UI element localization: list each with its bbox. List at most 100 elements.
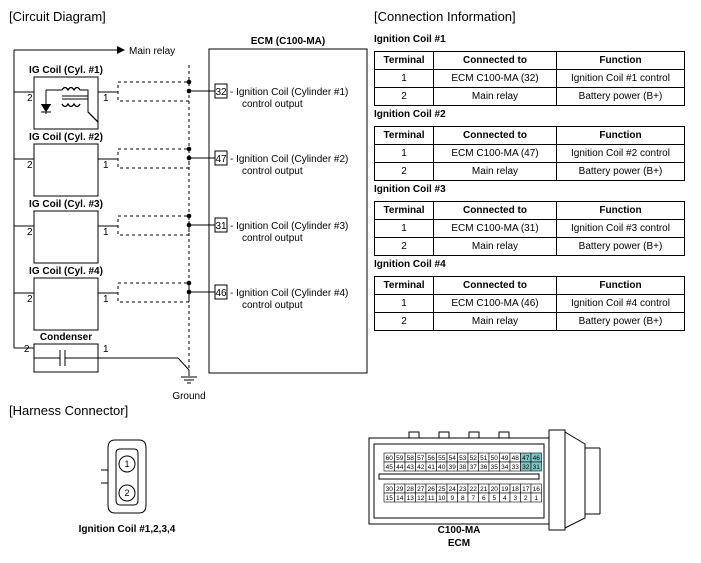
ecm-pin: 57: [415, 452, 427, 463]
svg-text:43: 43: [407, 464, 415, 471]
ecm-pin-number: 32: [215, 87, 227, 98]
table-cell: 2: [374, 162, 434, 181]
table-header: Function: [556, 276, 685, 295]
ecm-pin-number: 46: [215, 288, 227, 299]
ecm-pin: 34: [499, 461, 511, 472]
condenser-label: Condenser: [40, 332, 92, 343]
ecm-pin-description: - Ignition Coil (Cylinder #4): [230, 288, 348, 299]
coil-connector-pin-1: 1: [124, 459, 129, 469]
ecm-pin: 39: [446, 461, 458, 472]
svg-text:20: 20: [491, 486, 499, 493]
ecm-pin: 9: [446, 492, 458, 503]
table-cell: 1: [374, 144, 434, 163]
ecm-pin: 8: [457, 492, 469, 503]
ig-coil-title: IG Coil (Cyl. #3): [29, 199, 103, 210]
ecm-pin: 32: [520, 461, 532, 472]
ecm-pin-description: - Ignition Coil (Cylinder #2): [230, 154, 348, 165]
ground-label: Ground: [172, 391, 205, 402]
svg-text:54: 54: [449, 455, 457, 462]
svg-text:45: 45: [386, 464, 394, 471]
ecm-pin: 51: [478, 452, 490, 463]
ecm-pin-description: - Ignition Coil (Cylinder #3): [230, 221, 348, 232]
ecm-pin: 50: [488, 452, 500, 463]
ecm-pin: 17: [520, 483, 532, 494]
ecm-pin: 48: [509, 452, 521, 463]
svg-text:52: 52: [470, 455, 478, 462]
ecm-pin: 12: [415, 492, 427, 503]
ecm-pin-description-2: control output: [242, 99, 303, 110]
ecm-pin: 19: [499, 483, 511, 494]
connection-info-heading: [Connection Information]: [374, 9, 516, 24]
svg-text:21: 21: [480, 486, 488, 493]
svg-text:22: 22: [470, 486, 478, 493]
svg-text:2: 2: [524, 495, 528, 502]
svg-text:7: 7: [471, 495, 475, 502]
svg-text:34: 34: [501, 464, 509, 471]
ecm-pin: 49: [499, 452, 511, 463]
table-title: Ignition Coil #2: [374, 109, 446, 120]
svg-text:49: 49: [501, 455, 509, 462]
ecm-pin: 40: [436, 461, 448, 472]
ecm-pin: 53: [457, 452, 469, 463]
svg-text:13: 13: [407, 495, 415, 502]
svg-text:16: 16: [533, 486, 541, 493]
ecm-pin: 58: [404, 452, 416, 463]
coil-connector: [101, 439, 147, 514]
table-header: Function: [556, 126, 685, 145]
ecm-connector: [368, 429, 601, 531]
svg-text:3: 3: [513, 495, 517, 502]
svg-text:47: 47: [522, 455, 530, 462]
svg-text:24: 24: [449, 486, 457, 493]
coil-pin-2: 2: [27, 294, 33, 305]
condenser-pin-2: 2: [24, 344, 30, 355]
ecm-pin: 31: [530, 461, 542, 472]
table-cell: 1: [374, 69, 434, 88]
svg-text:8: 8: [461, 495, 465, 502]
ecm-pin: 52: [467, 452, 479, 463]
table-header: Connected to: [433, 51, 557, 70]
svg-text:57: 57: [417, 455, 425, 462]
table-cell: 2: [374, 237, 434, 256]
ig-coil-title: IG Coil (Cyl. #2): [29, 132, 103, 143]
svg-text:1: 1: [534, 495, 538, 502]
ecm-pin: 13: [404, 492, 416, 503]
svg-text:12: 12: [417, 495, 425, 502]
table-title: Ignition Coil #1: [374, 34, 446, 45]
svg-text:11: 11: [428, 495, 435, 502]
svg-text:15: 15: [386, 495, 394, 502]
ecm-pin: 14: [394, 492, 406, 503]
table-title: Ignition Coil #3: [374, 184, 446, 195]
svg-text:42: 42: [417, 464, 425, 471]
ecm-pin: 23: [457, 483, 469, 494]
table-cell: ECM C100-MA (46): [433, 294, 557, 313]
svg-text:39: 39: [449, 464, 457, 471]
coil-pin-1: 1: [103, 160, 109, 171]
table-cell: Battery power (B+): [556, 237, 685, 256]
svg-text:58: 58: [407, 455, 415, 462]
svg-text:29: 29: [396, 486, 404, 493]
table-cell: Main relay: [433, 237, 557, 256]
ecm-pin: 22: [467, 483, 479, 494]
table-cell: ECM C100-MA (47): [433, 144, 557, 163]
svg-text:50: 50: [491, 455, 499, 462]
ecm-pin-description-2: control output: [242, 300, 303, 311]
svg-text:28: 28: [407, 486, 415, 493]
ecm-connector-caption-2: ECM: [447, 538, 471, 549]
table-cell: Battery power (B+): [556, 162, 685, 181]
ecm-pin: 27: [415, 483, 427, 494]
svg-text:46: 46: [533, 455, 541, 462]
ecm-pin: 43: [404, 461, 416, 472]
coil-pin-1: 1: [103, 294, 109, 305]
table-cell: Ignition Coil #2 control: [556, 144, 685, 163]
ecm-pin: 2: [520, 492, 532, 503]
svg-text:26: 26: [428, 486, 436, 493]
svg-text:51: 51: [480, 455, 488, 462]
ecm-pin: 11: [425, 492, 437, 503]
